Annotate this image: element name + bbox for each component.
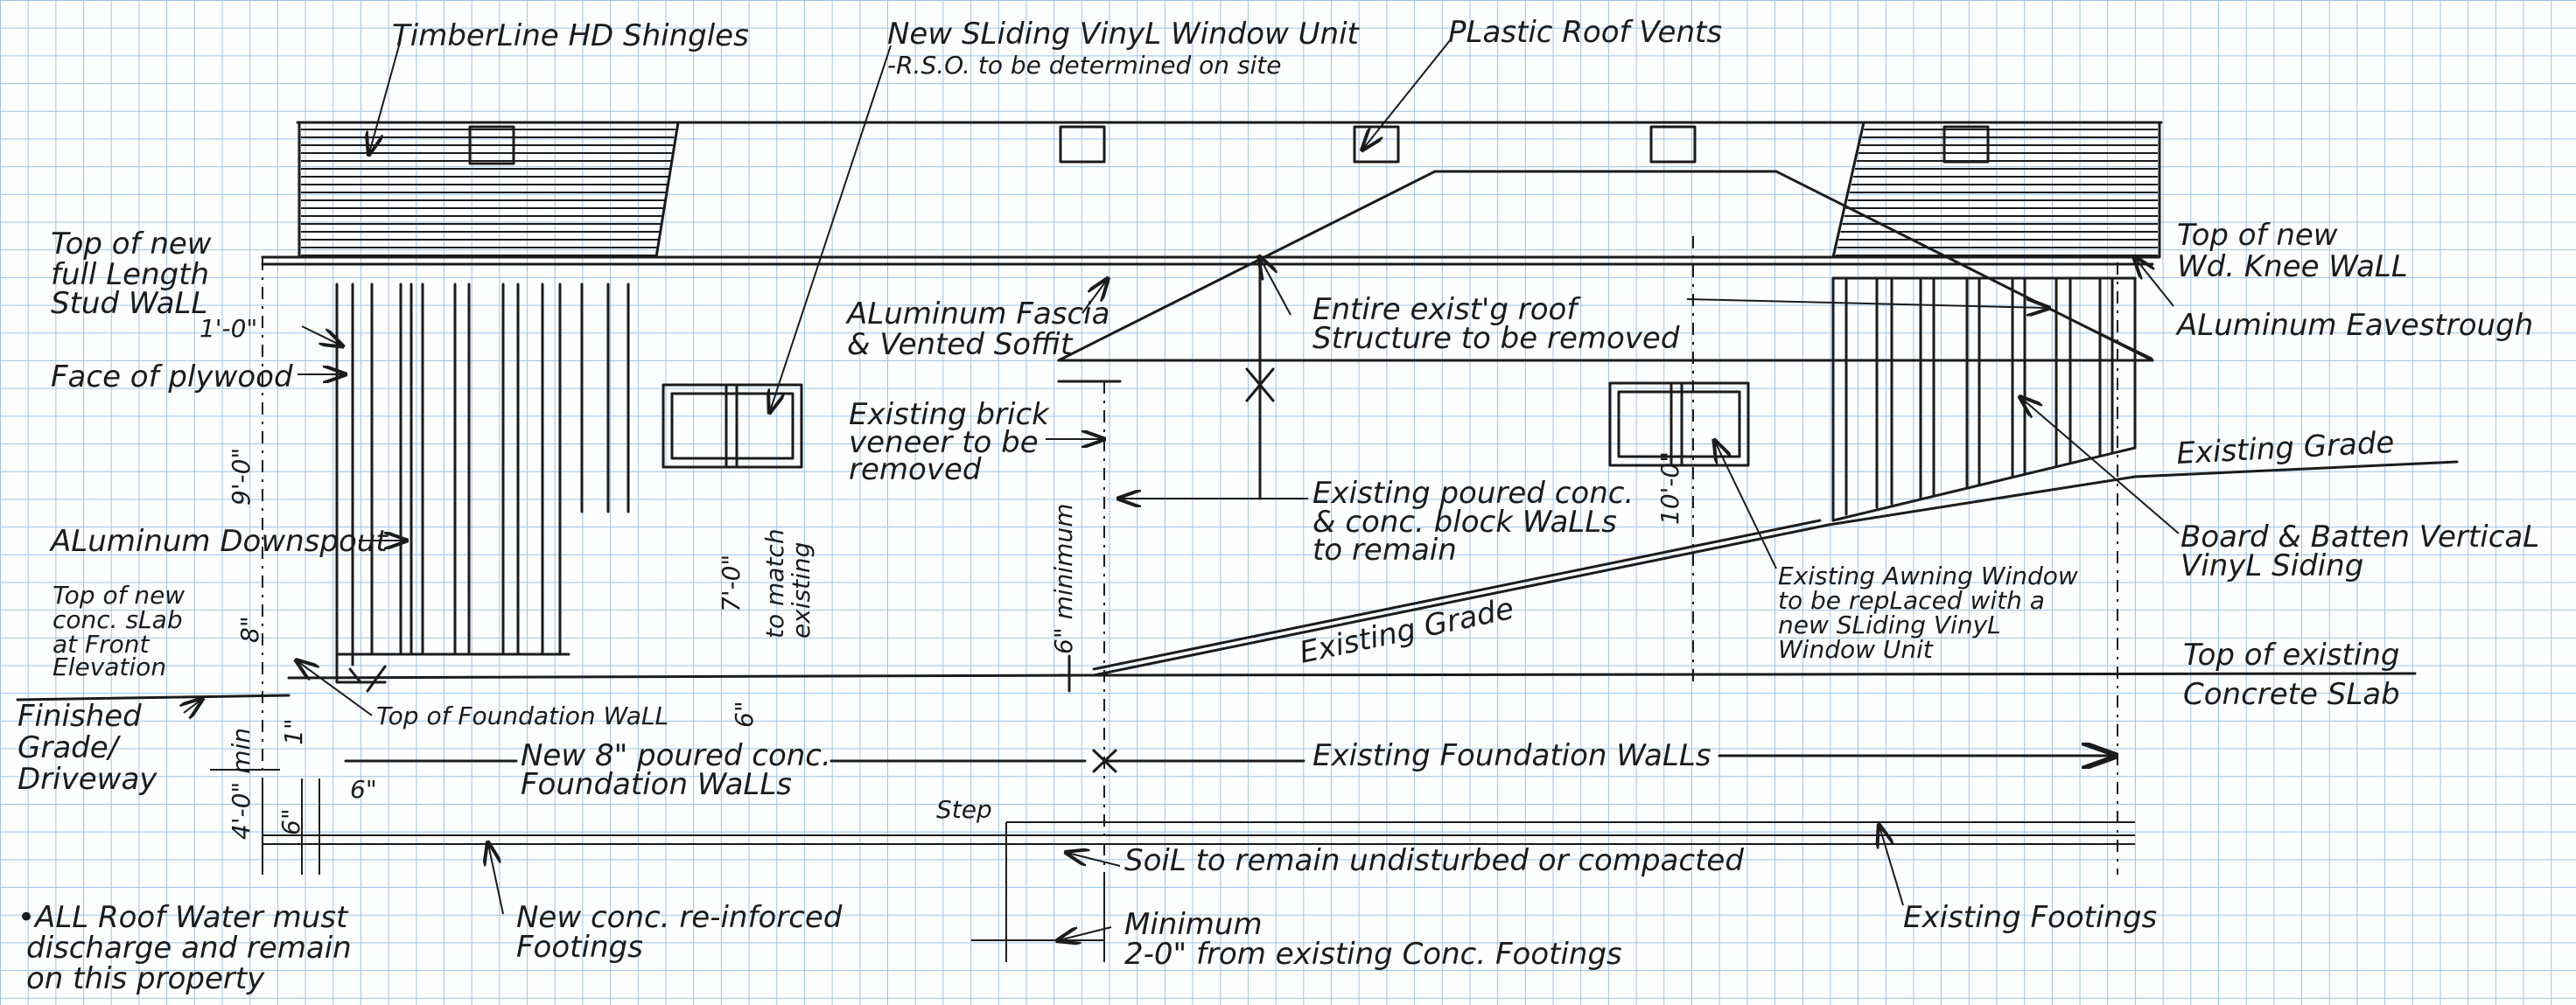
label-dim-6-min: 6" minimum [1049, 504, 1078, 654]
label-brick-3: removed [849, 452, 982, 487]
existing-roof-outline [1057, 170, 2154, 500]
label-knee-wall-2: Wd. Knee WaLL [2177, 249, 2408, 284]
label-fascia-1: ALuminum Fascia [845, 297, 1110, 332]
label-existing-grade-mid: Existing Grade [1297, 591, 1517, 671]
label-face-plywood: Face of plywood [51, 359, 293, 394]
label-finished-3: Driveway [18, 762, 158, 797]
label-dim-1: 1" [279, 718, 308, 745]
label-dim-1-0: 1'-0" [200, 314, 257, 343]
label-shingles: TimberLine HD Shingles [392, 18, 749, 53]
label-brick-1: Existing brick [849, 397, 1050, 432]
leader-arrows [184, 38, 2180, 940]
label-slab-2: conc. sLab [52, 605, 183, 634]
label-dim-10-0: 10'-0" [1656, 451, 1684, 525]
label-dim-7-0: 7'-0" [717, 555, 746, 612]
label-stud-wall-1: Top of new [51, 227, 212, 262]
label-awning-3: new SLiding VinyL [1778, 611, 2001, 639]
label-roof-water-1: •ALL Roof Water must [18, 900, 349, 935]
left-stud-wall [335, 283, 630, 693]
label-finished-2: Grade/ [18, 730, 122, 765]
label-minimum-2: 2-0" from existing Conc. Footings [1124, 937, 1622, 972]
label-finished-1: Finished [18, 699, 142, 734]
label-dim-6a: 6" [730, 701, 759, 728]
shingle-roof-right [1831, 121, 2161, 259]
label-slab-1: Top of new [52, 581, 185, 610]
label-awning-2: to be repLaced with a [1778, 586, 2045, 615]
label-brick-2: veneer to be [849, 425, 1039, 460]
label-new-foundation-1: New 8" poured conc. [521, 738, 831, 773]
label-minimum-1: Minimum [1124, 907, 1263, 942]
awning-window-right [1608, 381, 1750, 467]
roof-vent [1649, 125, 1697, 164]
label-awning-1: Existing Awning Window [1778, 562, 2078, 590]
label-dim-9-0: 9'-0" [227, 448, 256, 506]
label-top-existing-1: Top of existing [2183, 638, 2399, 673]
label-existing-grade-right: Existing Grade [2175, 425, 2395, 471]
label-roof-water-3: on this property [26, 961, 265, 996]
label-awning-4: Window Unit [1778, 635, 1934, 664]
label-dim-6b: 6" [276, 808, 305, 835]
label-new-footings-1: New conc. re-inforced [516, 900, 843, 935]
label-poured-2: & conc. block WaLLs [1312, 505, 1617, 540]
roof-vent [468, 125, 515, 165]
label-existing-foundation: Existing Foundation WaLLs [1312, 738, 1711, 773]
foundation-dimensions [210, 236, 2135, 962]
label-soil: SoiL to remain undisturbed or compacted [1124, 843, 1744, 878]
label-to-match-1: to match [760, 528, 789, 639]
roof-vent [1059, 125, 1106, 164]
right-knee-wall-siding [1831, 276, 2137, 522]
label-slab-3: at Front [52, 630, 150, 659]
label-dim-6c: 6" [350, 775, 377, 804]
label-dim-4-0: 4'-0" min [227, 728, 256, 840]
label-downspout: ALuminum Downspout [49, 524, 388, 559]
label-new-window-2: -R.S.O. to be determined on site [887, 51, 1282, 80]
label-new-footings-2: Footings [516, 930, 643, 965]
label-board-batten-2: VinyL Siding [2180, 548, 2363, 583]
label-roof-removed-2: Structure to be removed [1312, 321, 1680, 356]
new-sliding-window-left [662, 383, 803, 469]
label-existing-footings: Existing Footings [1903, 900, 2157, 935]
grade-lines [16, 460, 2459, 701]
label-top-existing-2: Concrete SLab [2183, 677, 2400, 712]
label-poured-3: to remain [1312, 533, 1457, 568]
label-stud-wall-3: Stud WaLL [51, 286, 207, 321]
label-step: Step [936, 795, 992, 824]
label-dim-8: 8" [235, 616, 264, 643]
label-poured-1: Existing poured conc. [1312, 476, 1634, 511]
label-stud-wall-2: full Length [51, 257, 209, 292]
label-fascia-2: & Vented Soffit [847, 327, 1074, 362]
label-to-match-2: existing [787, 542, 816, 639]
label-roof-water-2: discharge and remain [26, 931, 352, 966]
label-top-foundation: Top of Foundation WaLL [376, 701, 668, 730]
label-slab-4: Elevation [52, 653, 166, 681]
label-roof-removed-1: Entire exist'g roof [1312, 292, 1581, 327]
label-board-batten-1: Board & Batten VerticaL [2180, 520, 2539, 555]
label-new-foundation-2: Foundation WaLLs [521, 767, 792, 802]
roof-vent [1353, 125, 1400, 164]
label-roof-vents: PLastic Roof Vents [1448, 15, 1722, 50]
label-eavestrough: ALuminum Eavestrough [2175, 308, 2533, 343]
annotation-labels: TimberLine HD Shingles New SLiding VinyL… [18, 15, 2539, 996]
shingle-roof-left [298, 121, 680, 259]
roof-vent [1942, 125, 1990, 164]
label-new-window-1: New SLiding VinyL Window Unit [887, 17, 1361, 52]
label-knee-wall-1: Top of new [2177, 218, 2338, 253]
